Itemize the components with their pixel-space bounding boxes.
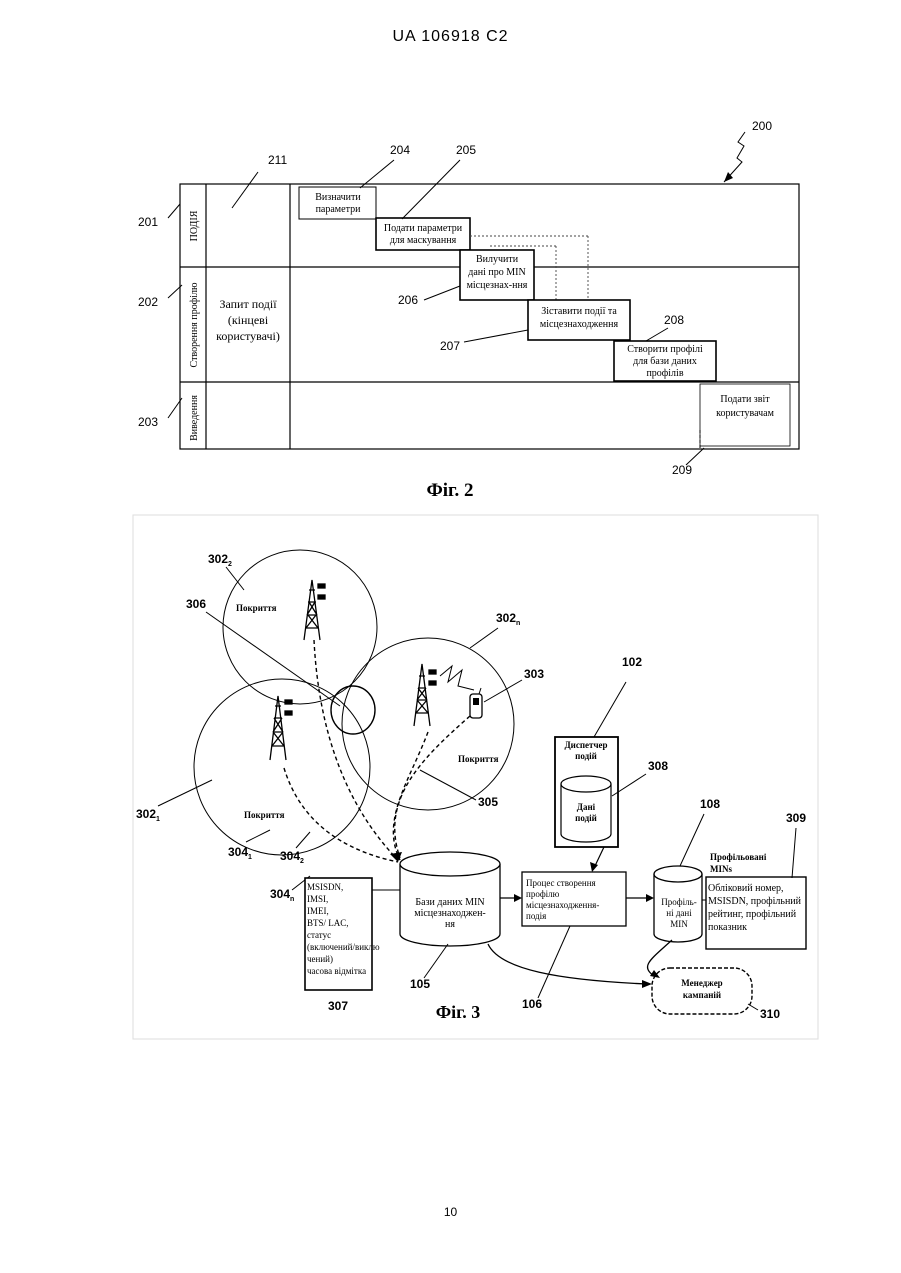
ref-310: 310	[760, 1007, 780, 1021]
ref-302-1: 3021	[136, 807, 160, 823]
db-label-3: ня	[445, 919, 455, 930]
lane-label-event: ПОДІЯ	[189, 210, 200, 241]
link-304-1	[284, 768, 398, 862]
process-line-1: Процес створення	[526, 878, 596, 888]
ref-105: 105	[410, 977, 430, 991]
ref-207: 207	[440, 339, 460, 353]
record-line-6: (включений/виклю	[307, 942, 380, 952]
ref-200: 200	[752, 119, 772, 133]
ref-203: 203	[138, 415, 158, 429]
ref-102: 102	[622, 655, 642, 669]
step-create-profiles-3: профілів	[646, 368, 683, 379]
ref-308: 308	[648, 759, 668, 773]
tower-1	[270, 696, 292, 760]
link-305	[395, 716, 470, 858]
ref-304-2: 3042	[280, 849, 304, 865]
step-extract-1: Вилучити	[476, 254, 519, 265]
campaign-line-2: кампаній	[683, 990, 721, 1000]
ref-304-n: 304n	[270, 887, 294, 903]
process-line-4: подія	[526, 911, 546, 921]
step-create-profiles-1: Створити профілі	[627, 344, 703, 355]
overlap-zone	[331, 686, 375, 734]
request-line-2: (кінцеві	[228, 313, 269, 327]
event-data-line-2: подій	[575, 813, 597, 823]
step-define-params-1: Визначити	[315, 192, 361, 203]
ref-205: 205	[456, 143, 476, 157]
profile-db-line-1: Профіль-	[661, 897, 696, 907]
coverage-label-2: Покриття	[236, 603, 277, 613]
record-line-8: часова відмітка	[307, 966, 366, 976]
ref-209: 209	[672, 463, 692, 477]
ref-202: 202	[138, 295, 158, 309]
ref-201: 201	[138, 215, 158, 229]
link-304-2	[314, 640, 398, 860]
ref-307: 307	[328, 999, 348, 1013]
mobile-phone-icon	[470, 688, 482, 718]
dispatcher-line-1: Диспетчер	[564, 740, 607, 750]
profile-db-line-2: ні дані	[666, 908, 692, 918]
lane-label-output: Виведення	[189, 395, 200, 441]
process-line-2: профілю	[526, 889, 560, 899]
profiled-line-4: показник	[708, 922, 747, 933]
ref-106: 106	[522, 997, 542, 1011]
event-data-line-1: Дані	[577, 802, 596, 812]
fig3-caption: Фіг. 3	[436, 1002, 481, 1022]
db-label-2: місцезнаходжен-	[414, 908, 486, 919]
lane-label-profile: Створення профілю	[189, 282, 200, 367]
process-line-3: місцезнаходження-	[526, 900, 599, 910]
step-match-2: місцезнаходження	[540, 319, 619, 330]
ref-302-n: 302n	[496, 611, 520, 627]
fig3-frame	[133, 515, 818, 1039]
step-extract-3: місцезнах-ння	[467, 280, 528, 291]
ref-302-2: 3022	[208, 552, 232, 568]
record-line-4: BTS/ LAC,	[307, 918, 349, 928]
step-mask-params-1: Подати параметри	[384, 223, 463, 234]
tower-n	[414, 664, 436, 726]
step-define-params-2: параметри	[316, 204, 361, 215]
record-line-2: IMSI,	[307, 894, 328, 904]
coverage-label-n: Покриття	[458, 754, 499, 764]
coverage-label-1: Покриття	[244, 810, 285, 820]
step-report-2: користувачам	[716, 408, 774, 419]
profiled-title-2: MINs	[710, 864, 732, 874]
record-line-1: MSISDN,	[307, 882, 343, 892]
request-line-1: Запит події	[219, 297, 277, 311]
ref-306: 306	[186, 597, 206, 611]
record-line-3: IMEI,	[307, 906, 329, 916]
page-number: 10	[0, 1205, 901, 1219]
ref-303: 303	[524, 667, 544, 681]
campaign-line-1: Менеджер	[681, 978, 722, 988]
profiled-title-1: Профільовані	[710, 852, 767, 862]
record-line-5: статус	[307, 930, 331, 940]
tower-2	[304, 580, 325, 640]
step-mask-params-2: для маскування	[390, 235, 457, 246]
link-304-n	[393, 732, 428, 860]
ref-305: 305	[478, 795, 498, 809]
ref-309: 309	[786, 811, 806, 825]
ref-304-1: 3041	[228, 845, 252, 861]
ref-208: 208	[664, 313, 684, 327]
profiled-line-1: Обліковий номер,	[708, 883, 784, 894]
db-label-1: Бази даних MIN	[415, 897, 484, 908]
profile-db-line-3: MIN	[670, 919, 688, 929]
ref-206: 206	[398, 293, 418, 307]
ref-108: 108	[700, 797, 720, 811]
ref-204: 204	[390, 143, 410, 157]
dispatcher-line-2: подій	[575, 751, 597, 761]
step-report-1: Подати звіт	[720, 394, 770, 405]
radio-signal	[440, 666, 474, 690]
step-match-1: Зіставити події та	[541, 306, 617, 317]
ref-211: 211	[268, 153, 287, 167]
record-line-7: чений)	[307, 954, 333, 964]
fig2-caption: Фіг. 2	[426, 480, 473, 501]
profiled-line-2: MSISDN, профільний	[708, 896, 802, 907]
step-extract-2: дані про MIN	[468, 267, 525, 278]
request-line-3: користувачі)	[216, 329, 280, 343]
step-create-profiles-2: для бази даних	[633, 356, 697, 367]
profiled-line-3: рейтинг, профільний	[708, 909, 797, 920]
